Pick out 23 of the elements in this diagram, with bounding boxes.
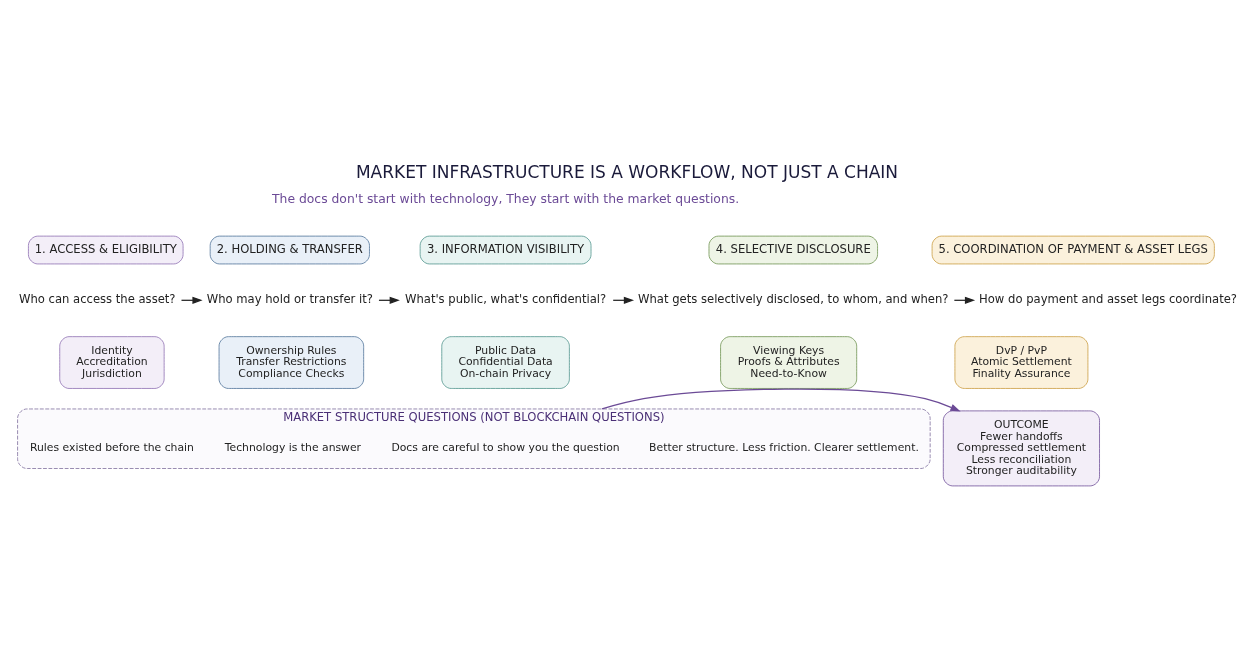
node-box: Identity Accreditation Jurisdiction: [59, 335, 165, 389]
node-text: Technology is the answer: [224, 440, 362, 454]
node-text: Rules existed before the chain: [29, 440, 194, 454]
node-text: Docs are careful to show you the question: [391, 440, 620, 454]
node-box: 5. COORDINATION OF PAYMENT & ASSET LEGS: [931, 235, 1215, 264]
node-text: Better structure. Less friction. Clearer settlement.: [649, 440, 919, 454]
node-box: 3. INFORMATION VISIBILITY: [419, 235, 592, 264]
node-box: Viewing Keys Proofs & Attributes Need-to-Know: [720, 335, 858, 389]
node-text: Who may hold or transfer it?: [206, 291, 373, 306]
node-box: OUTCOME Fewer handoffs Compressed settlement Less reconciliation Stronger auditability: [942, 410, 1100, 486]
node-text: What's public, what's confidential?: [404, 291, 607, 306]
label: The docs don't start with technology, They start with the market questions.: [272, 191, 740, 206]
node-box: 4. SELECTIVE DISCLOSURE: [708, 235, 878, 264]
node-box: 1. ACCESS & ELIGIBILITY: [28, 235, 184, 264]
node-text: Who can access the asset?: [18, 291, 176, 306]
node-box: 2. HOLDING & TRANSFER: [209, 235, 370, 264]
node-box: Public Data Confidential Data On-chain Privacy: [441, 335, 570, 389]
node-text: What gets selectively disclosed, to whom, and when?: [638, 291, 949, 306]
arrow: [601, 388, 961, 412]
node-text: How do payment and asset legs coordinate?: [979, 291, 1237, 306]
node-box: Ownership Rules Transfer Restrictions Compliance Checks: [218, 335, 365, 389]
node-box: DvP / PvP Atomic Settlement Finality Assurance: [954, 335, 1089, 389]
diagram-title: MARKET INFRASTRUCTURE IS A WORKFLOW, NOT JUST A CHAIN: [355, 161, 899, 182]
